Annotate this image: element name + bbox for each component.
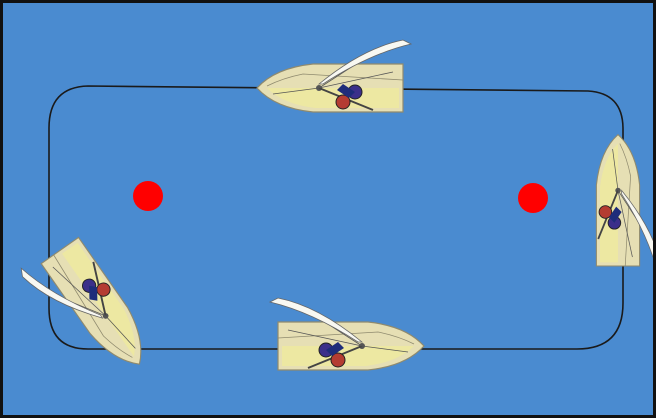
boat-left (18, 231, 158, 390)
boat-bottom (270, 298, 424, 370)
course-path (49, 86, 623, 349)
right-mark (518, 183, 548, 213)
boat-top (257, 40, 411, 112)
sailing-course-diagram (3, 3, 653, 415)
boat-right (596, 135, 653, 274)
left-mark (133, 181, 163, 211)
